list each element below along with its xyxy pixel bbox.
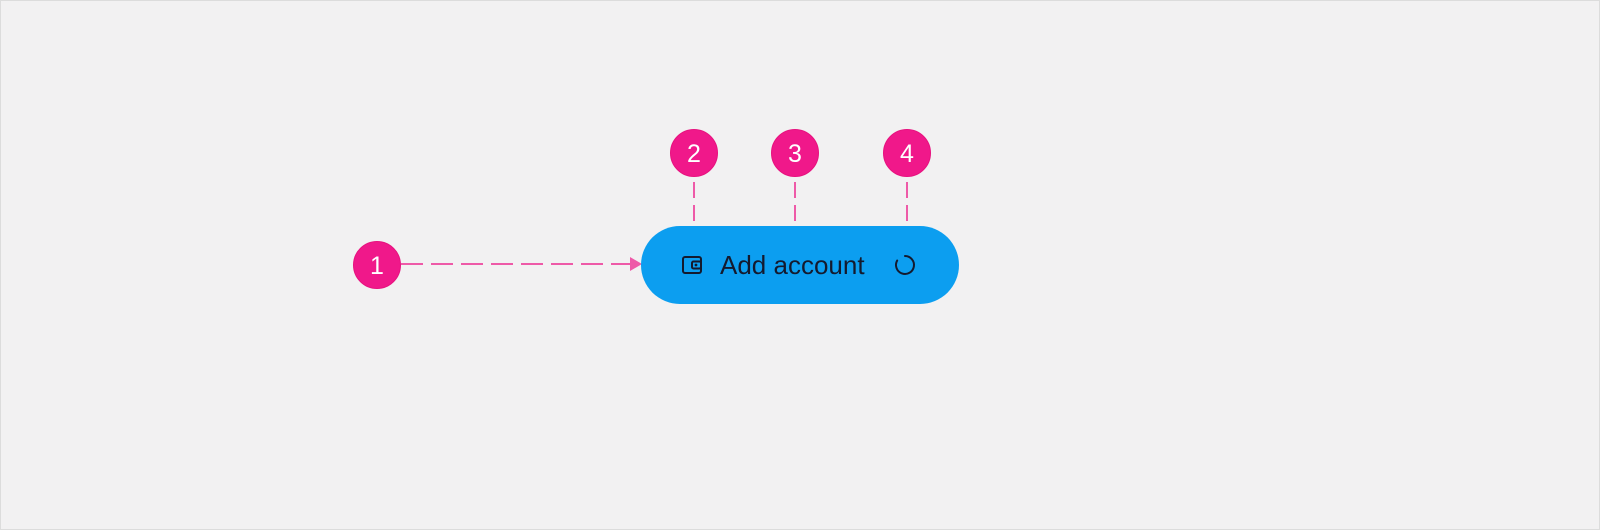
wallet-icon bbox=[682, 256, 702, 274]
spinner-icon bbox=[895, 255, 915, 275]
callout-badge-1: 1 bbox=[353, 241, 401, 289]
arrowhead-1 bbox=[630, 257, 642, 271]
button-label: Add account bbox=[720, 250, 865, 280]
callout-badge-2: 2 bbox=[670, 129, 718, 177]
callout-badge-3: 3 bbox=[771, 129, 819, 177]
add-account-button[interactable]: Add account bbox=[641, 226, 959, 304]
callout-badge-4: 4 bbox=[883, 129, 931, 177]
